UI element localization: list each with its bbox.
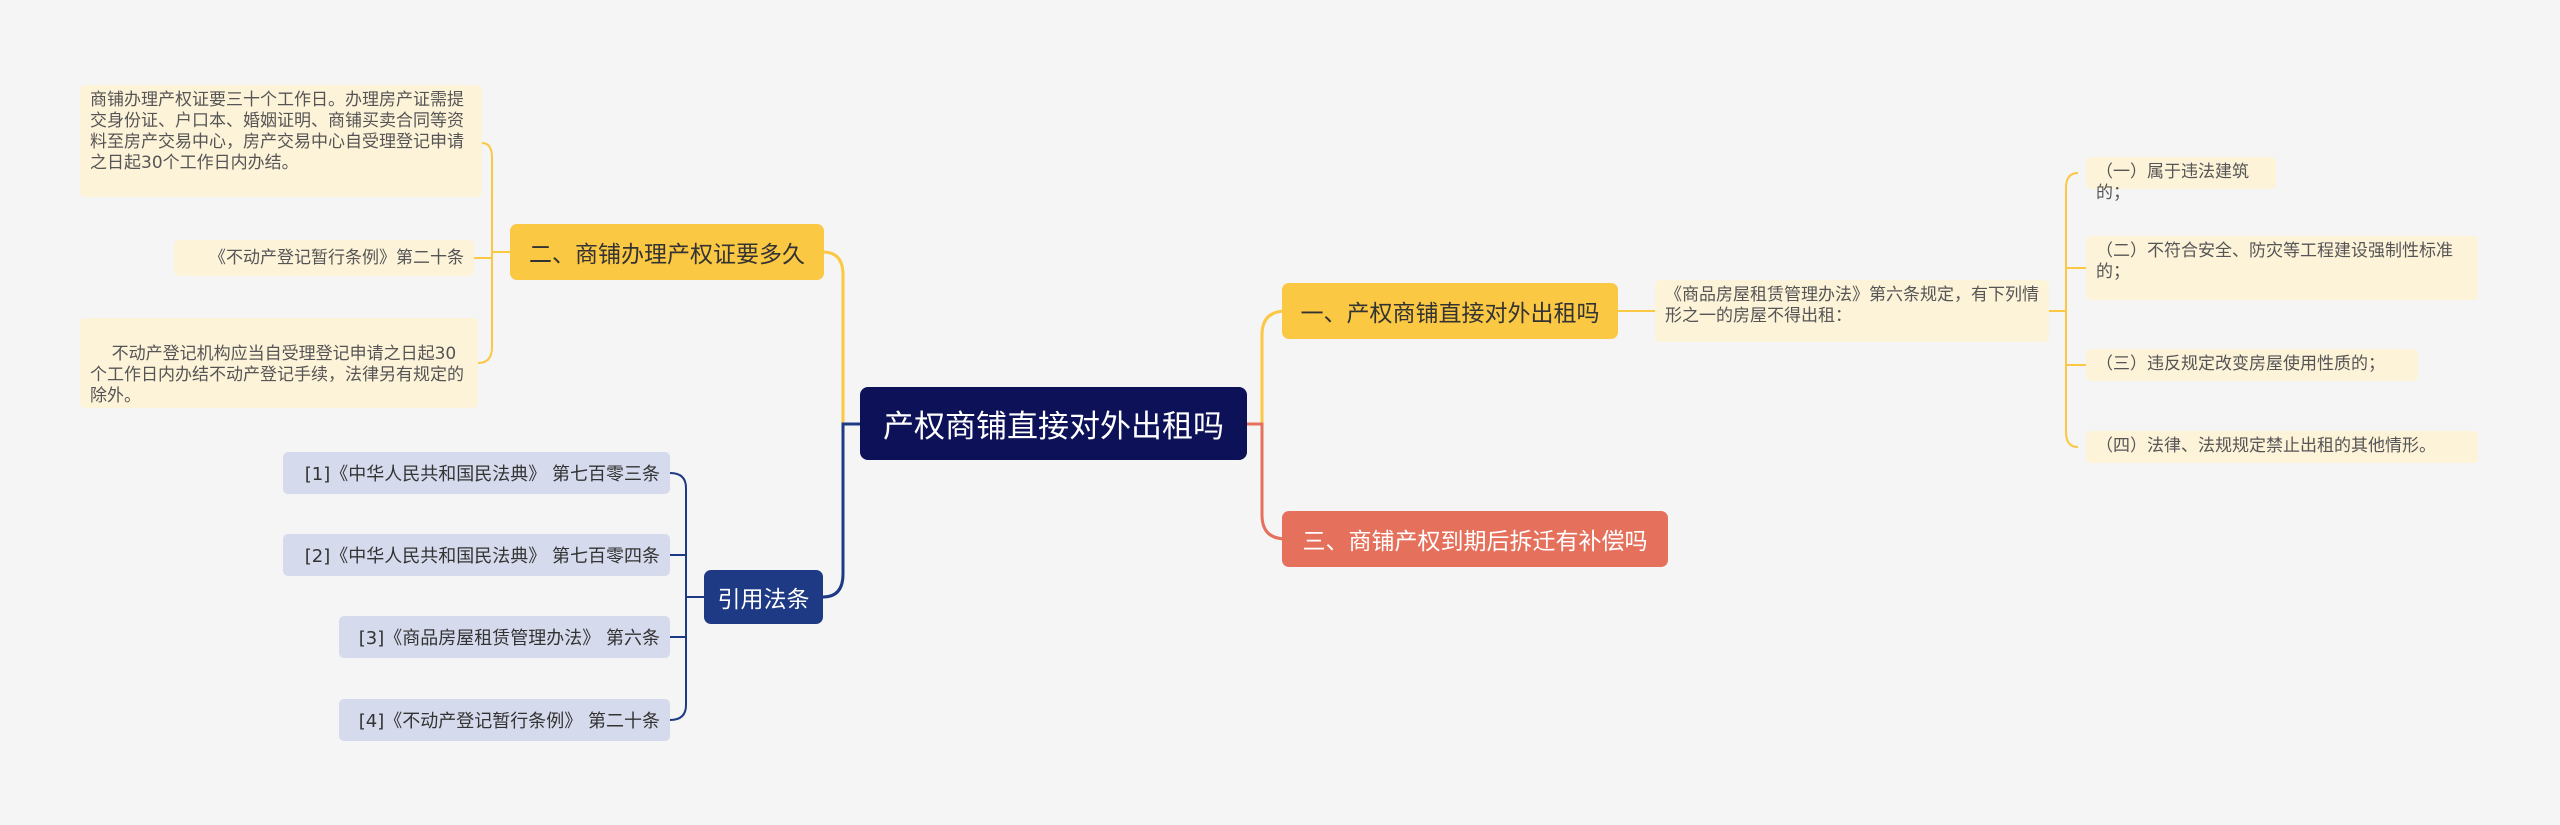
- rental-item-4[interactable]: （四）法律、法规规定禁止出租的其他情形。: [2086, 431, 2478, 463]
- law-item-2[interactable]: [2]《中华人民共和国民法典》 第七百零四条: [283, 534, 670, 576]
- leaf-text: （四）法律、法规规定禁止出租的其他情形。: [2096, 436, 2436, 456]
- law-item-4[interactable]: [4]《不动产登记暂行条例》 第二十条: [339, 699, 670, 741]
- law-text: [1]《中华人民共和国民法典》 第七百零三条: [304, 464, 660, 485]
- leaf-text: 不动产登记机构应当自受理登记申请之日起30个工作日内办结不动产登记手续，法律另有…: [90, 344, 464, 406]
- registration-rule-note[interactable]: 不动产登记机构应当自受理登记申请之日起30个工作日内办结不动产登记手续，法律另有…: [80, 318, 478, 408]
- link-b4-laws: [669, 472, 704, 721]
- law-item-3[interactable]: [3]《商品房屋租赁管理办法》 第六条: [339, 616, 670, 658]
- branch-label: 一、产权商铺直接对外出租吗: [1300, 301, 1600, 327]
- root-title: 产权商铺直接对外出租吗: [883, 409, 1224, 445]
- leaf-text: （二）不符合安全、防灾等工程建设强制性标准的；: [2096, 241, 2453, 282]
- rental-rule-detail[interactable]: 《商品房屋租赁管理办法》第六条规定，有下列情形之一的房屋不得出租：: [1655, 280, 2049, 342]
- link-detail-items: [2049, 172, 2086, 448]
- link-root-b1: [1247, 309, 1287, 426]
- rental-item-3[interactable]: （三）违反规定改变房屋使用性质的；: [2086, 349, 2418, 381]
- link-b2-leaves: [474, 142, 510, 364]
- link-root-b4: [822, 422, 860, 599]
- leaf-text: 《不动产登记暂行条例》第二十条: [209, 247, 464, 268]
- branch-demolition-compensation[interactable]: 三、商铺产权到期后拆迁有补偿吗: [1282, 511, 1668, 567]
- branch-rent-directly[interactable]: 一、产权商铺直接对外出租吗: [1282, 283, 1618, 339]
- certificate-duration-note[interactable]: 商铺办理产权证要三十个工作日。办理房产证需提交身份证、户口本、婚姻证明、商铺买卖…: [80, 85, 482, 197]
- link-root-b2: [822, 250, 860, 426]
- rental-item-1[interactable]: （一）属于违法建筑的；: [2086, 157, 2276, 203]
- law-text: [3]《商品房屋租赁管理办法》 第六条: [358, 628, 660, 649]
- leaf-text: （一）属于违法建筑的；: [2096, 162, 2249, 203]
- leaf-text: （三）违反规定改变房屋使用性质的；: [2096, 354, 2385, 374]
- law-text: [2]《中华人民共和国民法典》 第七百零四条: [304, 546, 660, 567]
- leaf-text: 《商品房屋租赁管理办法》第六条规定，有下列情形之一的房屋不得出租：: [1665, 285, 2039, 326]
- law-text: [4]《不动产登记暂行条例》 第二十条: [358, 711, 660, 732]
- link-root-b3: [1247, 422, 1287, 541]
- branch-cited-laws[interactable]: 引用法条: [704, 570, 823, 624]
- certificate-law-reference[interactable]: 《不动产登记暂行条例》第二十条: [174, 240, 474, 276]
- rental-item-2[interactable]: （二）不符合安全、防灾等工程建设强制性标准的；: [2086, 236, 2478, 300]
- law-item-1[interactable]: [1]《中华人民共和国民法典》 第七百零三条: [283, 452, 670, 494]
- branch-certificate-time[interactable]: 二、商铺办理产权证要多久: [510, 224, 824, 280]
- root-topic[interactable]: 产权商铺直接对外出租吗: [860, 387, 1247, 460]
- branch-label: 引用法条: [717, 587, 810, 613]
- branch-label: 三、商铺产权到期后拆迁有补偿吗: [1302, 529, 1648, 555]
- branch-label: 二、商铺办理产权证要多久: [529, 242, 805, 268]
- leaf-text: 商铺办理产权证要三十个工作日。办理房产证需提交身份证、户口本、婚姻证明、商铺买卖…: [90, 90, 464, 173]
